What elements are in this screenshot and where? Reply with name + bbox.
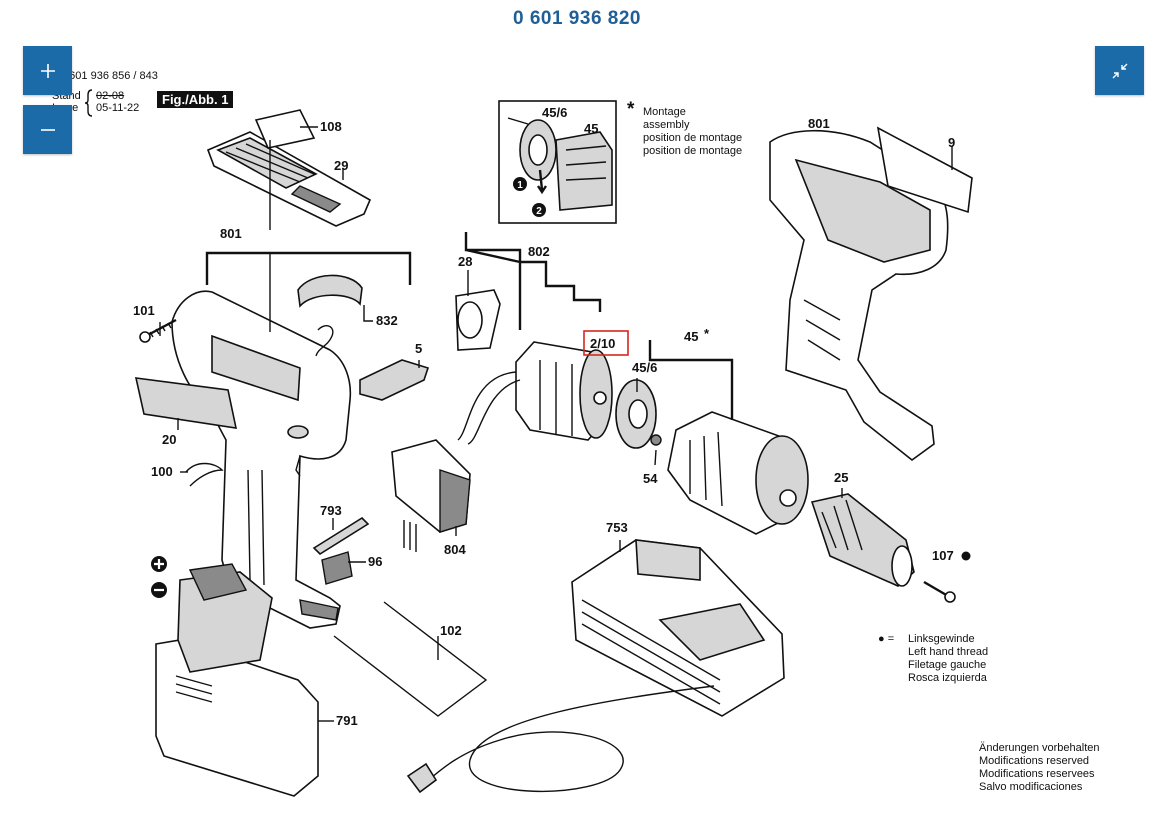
plate-45-6 [615,379,657,449]
thread-legend: Linksgewinde Left hand thread Filetage g… [908,633,988,685]
zoom-out-button[interactable] [23,105,72,154]
screw-101 [139,318,177,343]
part-label-100: 100 [151,464,173,479]
spring-832 [315,325,334,357]
part-label-45: 45 [684,329,698,344]
part-label-5: 5 [415,341,422,356]
charger-753 [571,539,785,717]
rod-102 [333,601,488,717]
part-label-54: 54 [643,471,658,486]
part-label-793: 793 [320,503,342,518]
power-plug [406,762,438,794]
cover-29 [206,131,372,227]
gearbox-45 [667,411,809,535]
part-label-45-6: 45/6 [632,360,657,375]
footer-notes: Änderungen vorbehalten Modifications res… [979,742,1099,794]
montage-line-es: position de montage [643,145,743,157]
montage-note: Montage assembly position de montage pos… [643,106,742,158]
part-label-20: 20 [162,432,176,447]
montage-inset: 1 2 45/6 45 [498,100,617,224]
figure-badge: Fig./Abb. 1 [157,91,234,108]
model-refs: 0 601 936 856 / 843 [60,70,158,82]
grip-strip-20 [134,377,238,429]
label-9 [876,126,973,214]
motor-802 [455,289,613,445]
part-label-29: 29 [334,158,348,173]
minus-icon [40,128,55,131]
montage-line-en: assembly [643,119,690,131]
legend-line-en: Left hand thread [908,646,989,658]
part-label-832: 832 [376,313,398,328]
issue-value: 05-11-22 [96,102,140,114]
part-label-102: 102 [440,623,462,638]
legend-line-es: Rosca izquierda [908,672,987,684]
part-label-9: 9 [948,135,955,150]
legend-symbol: ● = [878,633,895,645]
screw-107 [923,580,956,603]
footer-note-fr: Modifications reservees [979,768,1095,780]
montage-star: * [627,99,635,120]
power-cable [423,685,715,793]
footer-note-de: Änderungen vorbehalten [979,742,1100,754]
part-label-2-10: 2/10 [590,336,615,351]
step-2-text: 2 [536,206,542,217]
part-label-802: 802 [528,244,550,259]
switch-5 [359,359,430,401]
collapse-arrows-icon [1112,63,1127,78]
collapse-view-button[interactable] [1095,46,1144,95]
chuck-25 [810,493,915,587]
plus-icon [40,63,55,78]
highlight-box-2-10 [583,330,629,356]
part-label-45-star: * [704,326,710,341]
inset-label-45: 45 [584,121,598,136]
switch-block-804 [391,439,471,552]
housing-left-801 [171,290,352,629]
part-label-753: 753 [606,520,628,535]
label-108 [254,109,316,149]
footer-note-en: Modifications reserved [979,755,1090,767]
spring-100 [185,462,224,487]
montage-line-de: Montage [643,106,686,118]
part-label-101: 101 [133,303,155,318]
part-label-96: 96 [368,554,382,569]
switch-part-832 [297,274,363,308]
part-label-801-right: 801 [808,116,830,131]
stand-value: 02-08 [96,90,125,102]
step-1-text: 1 [517,180,523,191]
left-hand-thread-marker [961,551,971,561]
part-label-28: 28 [458,254,472,269]
part-label-804: 804 [444,542,466,557]
header-brace [84,89,93,117]
footer-note-es: Salvo modificaciones [979,781,1083,793]
part-label-107: 107 [932,548,954,563]
legend-line-fr: Filetage gauche [908,659,987,671]
montage-line-fr: position de montage [643,132,743,144]
battery-791 [155,563,319,797]
bit-793 [312,516,370,556]
leader-lines [159,126,953,722]
housing-right-801 [769,129,949,462]
part-label-801-left: 801 [220,226,242,241]
inset-label-45-6: 45/6 [542,105,567,120]
part-label-791: 791 [336,713,358,728]
clip-96 [321,551,353,585]
part-label-25: 25 [834,470,848,485]
screw-54 [650,434,662,446]
page-title: 0 601 936 820 [512,8,641,29]
zoom-in-button[interactable] [23,46,72,95]
part-label-108: 108 [320,119,342,134]
step-2-badge [532,203,546,217]
step-1-badge [513,177,527,191]
legend-line-de: Linksgewinde [908,633,975,645]
